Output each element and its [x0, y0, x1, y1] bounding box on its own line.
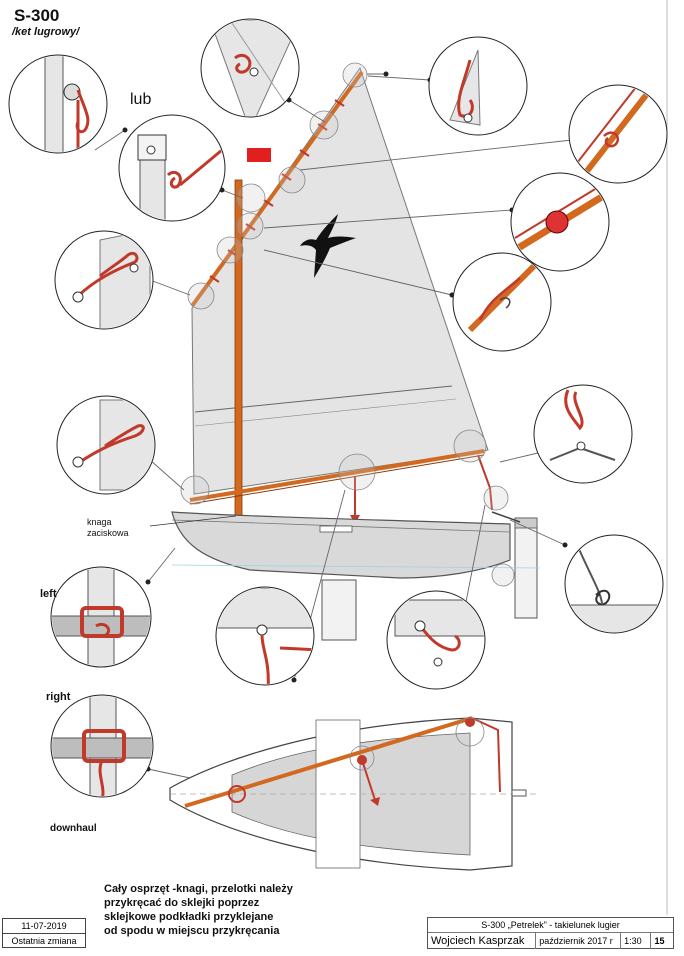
bird-emblem	[300, 214, 356, 278]
top-vang	[361, 759, 376, 801]
focus-circles	[180, 62, 515, 587]
title-block-scale: 1:30	[621, 933, 652, 949]
title-block-author: Wojciech Kasprzak	[428, 933, 537, 949]
title-block-date: październik 2017 r	[536, 933, 622, 949]
detail-right-downhaul	[52, 696, 152, 796]
label-knaga-line2: zaciskowa	[87, 528, 129, 538]
note-line-2: przykręcać do sklejki poprzez	[104, 897, 260, 909]
detail-left-cleat	[52, 568, 150, 666]
note-line-1: Cały osprzęt -knagi, przelotki należy	[104, 883, 293, 895]
label-knaga-line1: knaga	[87, 517, 112, 527]
yard	[190, 70, 364, 308]
detail-yard-heel	[467, 257, 543, 333]
detail-masthead-bracket	[137, 134, 223, 220]
top-focus-vang	[349, 745, 375, 771]
detail-yard-peak	[209, 20, 298, 116]
top-mainsheet	[471, 717, 501, 793]
drawing-subtitle: /ket lugrowy/	[12, 26, 80, 38]
label-downhaul: downhaul	[50, 823, 97, 834]
label-right: right	[46, 691, 71, 703]
centreboard	[321, 579, 357, 641]
detail-yard-lacing	[570, 86, 653, 182]
label-lub: lub	[130, 91, 152, 108]
label-knaga: knaga zaciskowa	[87, 517, 129, 539]
side-view	[149, 66, 541, 641]
revision-box: 11-07-2019 Ostatnia zmiana	[2, 918, 86, 948]
top-view	[169, 716, 540, 871]
title-block-project: S-300 „Petrelek” - takielunek lugier	[428, 918, 673, 933]
top-vang-point	[357, 755, 367, 765]
detail-clew-lashing	[72, 399, 154, 491]
detail-clew-shackle	[394, 599, 484, 667]
revision-date: 11-07-2019	[3, 919, 85, 934]
boom	[189, 449, 485, 502]
tiller	[491, 511, 521, 523]
drawing-title: S-300	[14, 6, 60, 25]
detail-yard-parrel	[513, 182, 607, 253]
note-line-4: od spodu w miejscu przykręcania	[104, 925, 280, 937]
detail-mainsheet-block	[549, 389, 616, 461]
detail-halyard-knot	[449, 49, 481, 126]
top-rudder	[511, 789, 527, 797]
boom-edge	[189, 454, 485, 505]
label-left: left	[40, 588, 57, 600]
revision-label: Ostatnia zmiana	[11, 936, 77, 946]
knaga-leader	[149, 515, 237, 527]
assembly-note: Cały osprzęt -knagi, przelotki należy pr…	[104, 882, 344, 938]
note-line-3: sklejkowe podkładki przyklejane	[104, 911, 274, 923]
rudder-head	[514, 517, 538, 529]
top-mast-step	[228, 785, 246, 803]
centre-thwart	[319, 525, 353, 533]
top-vang-arrow	[370, 797, 380, 806]
top-focus-boom	[455, 717, 485, 747]
detail-tack-cringle	[72, 232, 151, 328]
top-boom	[184, 716, 473, 808]
masthead-flag	[247, 148, 271, 162]
hull	[171, 511, 511, 579]
waterline	[171, 564, 541, 569]
title-block-sheet: 15	[654, 936, 665, 946]
title-block: S-300 „Petrelek” - takielunek lugier Woj…	[427, 917, 674, 949]
top-boom-end	[465, 717, 475, 727]
